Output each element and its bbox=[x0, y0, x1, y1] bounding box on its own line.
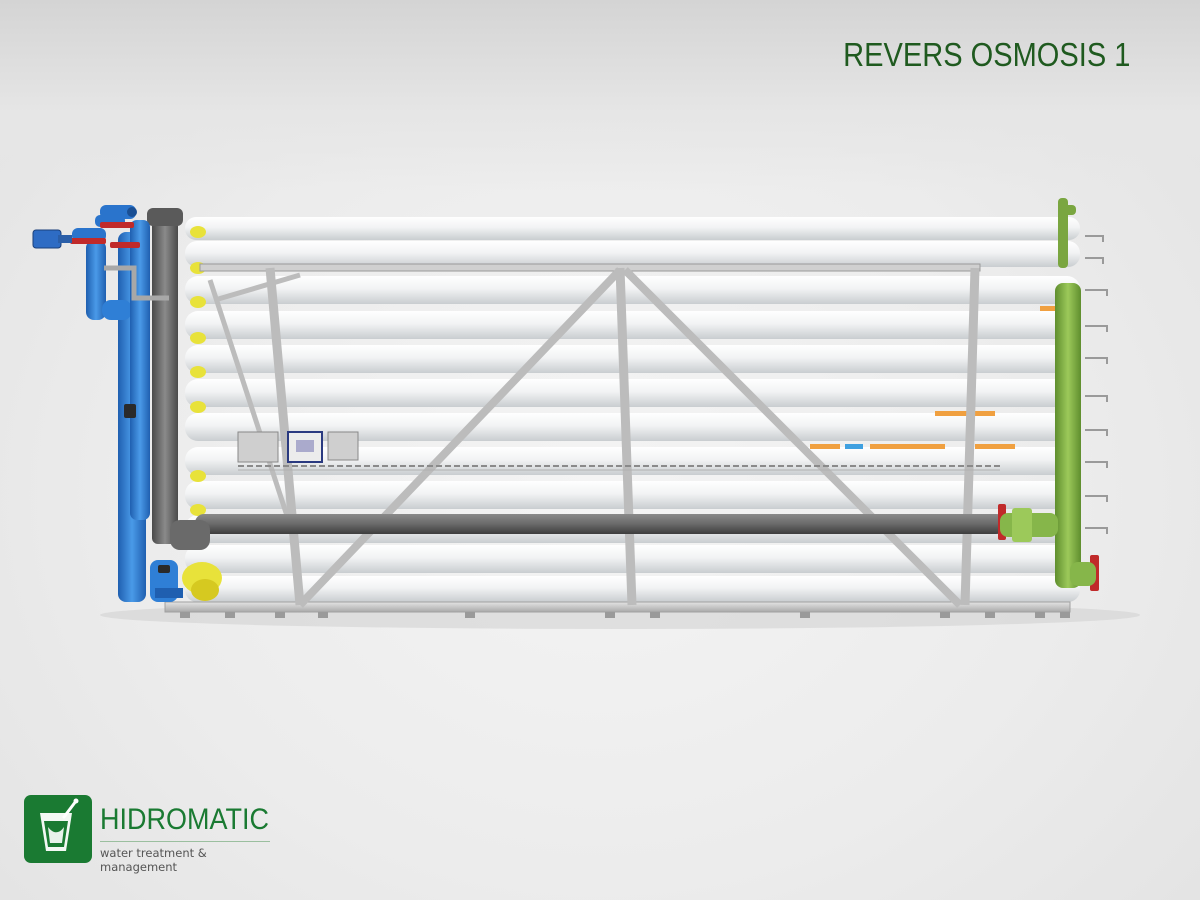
vessel-labels bbox=[810, 306, 1062, 449]
page-title: REVERS OSMOSIS 1 bbox=[842, 36, 1130, 73]
pipe-support-bracket bbox=[104, 265, 169, 301]
concentrate-header bbox=[195, 514, 1005, 534]
background-shade bbox=[0, 0, 1200, 190]
brand-tagline: water treatment & management bbox=[100, 846, 207, 874]
frame-feet bbox=[180, 612, 1070, 618]
instrument-panels bbox=[237, 431, 1000, 471]
brand-logo-icon bbox=[24, 795, 92, 863]
vessel bbox=[185, 311, 1080, 339]
vessel bbox=[185, 345, 1080, 373]
pressure-gauges bbox=[124, 404, 170, 573]
vessel bbox=[185, 413, 1080, 441]
feed-valve-actuator bbox=[32, 229, 72, 249]
vessel bbox=[185, 241, 1080, 267]
support-frame bbox=[164, 263, 1071, 613]
brand-divider bbox=[100, 841, 270, 842]
brand-logo: HIDROMATIC water treatment & management bbox=[24, 795, 274, 874]
sample-taps bbox=[1085, 235, 1108, 534]
bottom-valve bbox=[182, 562, 222, 601]
brand-name: HIDROMATIC bbox=[100, 803, 269, 836]
vessel bbox=[185, 276, 1080, 304]
vessel bbox=[185, 447, 1080, 475]
vessel bbox=[185, 217, 1080, 240]
vessel bbox=[185, 379, 1080, 407]
permeate-header bbox=[1000, 198, 1096, 588]
